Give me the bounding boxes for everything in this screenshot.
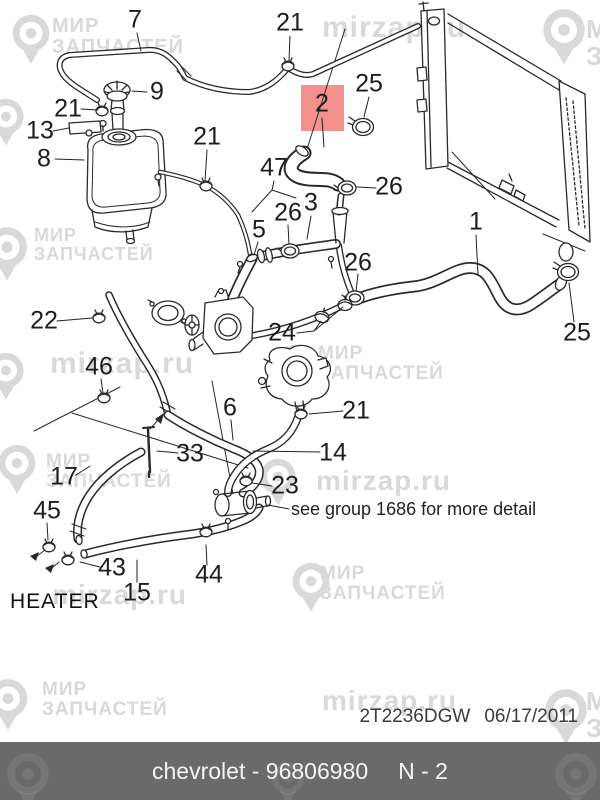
callout-46[interactable]: 46 — [85, 352, 113, 381]
callout-13[interactable]: 13 — [26, 116, 54, 145]
heater-label: HEATER — [10, 590, 100, 613]
doc-reference: 2T2236DGW 06/17/2011 — [359, 706, 578, 728]
radiator — [416, 1, 591, 262]
water-outlet-pipe — [236, 206, 349, 274]
callout-43[interactable]: 43 — [98, 553, 126, 582]
watermark-logo-icon — [8, 12, 54, 71]
callout-21[interactable]: 21 — [54, 94, 82, 123]
callout-14[interactable]: 14 — [319, 438, 347, 467]
detail-note: see group 1686 for more detail — [291, 499, 537, 519]
watermark-logo-icon — [288, 560, 334, 619]
callout-25[interactable]: 25 — [563, 318, 591, 347]
watermark-logo-icon — [2, 750, 54, 800]
watermark-logo-icon — [0, 96, 28, 153]
callout-26[interactable]: 26 — [274, 198, 302, 227]
callout-44[interactable]: 44 — [195, 560, 223, 589]
heater-arrows — [30, 549, 60, 573]
watermark-logo-icon — [550, 750, 600, 800]
thermostat-housing — [147, 287, 254, 355]
watermark-site-text: mirzap.ru — [52, 579, 188, 610]
watermark-logo-icon — [0, 442, 40, 501]
watermark-logo-icon — [0, 350, 28, 407]
heater-valve — [212, 488, 272, 530]
footer-part-number: chevrolet - 96806980 — [152, 757, 369, 784]
callout-25[interactable]: 25 — [355, 69, 383, 98]
callout-45[interactable]: 45 — [33, 496, 61, 525]
doc-date: 06/17/2011 — [484, 706, 578, 727]
callout-24[interactable]: 24 — [268, 318, 296, 347]
watermark-logo-icon — [268, 760, 308, 800]
callout-8[interactable]: 8 — [37, 144, 51, 173]
callout-21[interactable]: 21 — [193, 122, 221, 151]
callout-26[interactable]: 26 — [344, 248, 372, 277]
callout-17[interactable]: 17 — [50, 462, 78, 491]
callout-21[interactable]: 21 — [276, 8, 304, 37]
callout-23[interactable]: 23 — [271, 471, 299, 500]
callout-3[interactable]: 3 — [304, 188, 318, 217]
callout-9[interactable]: 9 — [150, 77, 164, 106]
callout-5[interactable]: 5 — [252, 215, 266, 244]
callout-15[interactable]: 15 — [123, 578, 151, 607]
watermark-logo-icon — [540, 686, 592, 752]
watermark-site-text: mirzap.ru — [316, 465, 452, 496]
watermark-logo-icon — [0, 224, 32, 288]
expansion-tank — [68, 80, 167, 245]
footer-page-ref: N - 2 — [398, 757, 448, 784]
callout-26[interactable]: 26 — [375, 172, 403, 201]
callout-47[interactable]: 47 — [260, 153, 288, 182]
callout-1[interactable]: 1 — [469, 207, 483, 236]
watermark-logo-icon — [538, 6, 590, 72]
footer-bar: chevrolet - 96806980 N - 2 — [0, 742, 600, 800]
callout-6[interactable]: 6 — [223, 393, 237, 422]
callout-33[interactable]: 33 — [176, 439, 204, 468]
callout-21[interactable]: 21 — [342, 396, 370, 425]
dipstick-rod — [142, 413, 164, 479]
throttle-body — [257, 344, 332, 413]
callout-2[interactable]: 2 — [315, 89, 329, 118]
leader-lines — [46, 32, 575, 583]
watermark-site-text: mirzap.ru — [50, 347, 195, 380]
doc-code: 2T2236DGW — [359, 706, 471, 727]
watermark-logo-icon — [0, 676, 32, 738]
watermark-logo-icon — [256, 456, 300, 513]
parts-diagram — [30, 1, 591, 583]
callout-22[interactable]: 22 — [30, 306, 58, 335]
callout-7[interactable]: 7 — [128, 5, 142, 34]
watermark-site-text: mirzap.ru — [322, 685, 458, 716]
